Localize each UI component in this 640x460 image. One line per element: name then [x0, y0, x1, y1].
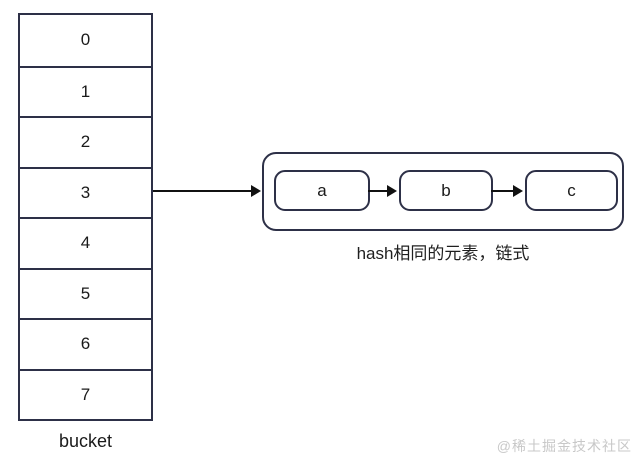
bucket-cell-7: 7 — [20, 368, 151, 420]
bucket-cell-1: 1 — [20, 65, 151, 117]
chain-container: a b c — [262, 152, 624, 231]
bucket-cell-3: 3 — [20, 166, 151, 218]
chain-node-b: b — [399, 170, 493, 211]
watermark: @稀土掘金技术社区 — [496, 438, 632, 454]
bucket-cell-5: 5 — [20, 267, 151, 319]
chain-caption: hash相同的元素，链式 — [356, 244, 530, 263]
bucket-label: bucket — [58, 431, 113, 451]
bucket-cell-0: 0 — [80, 30, 91, 50]
arrow-b-to-c — [491, 185, 523, 197]
bucket-cell-6: 6 — [20, 318, 151, 369]
chain-node-a: a — [274, 170, 370, 211]
chain-node-c: c — [525, 170, 618, 211]
arrow-bucket-to-chain — [153, 185, 261, 197]
bucket-cell-2: 2 — [20, 116, 151, 167]
arrow-a-to-b — [368, 185, 397, 197]
bucket-cell-4: 4 — [20, 217, 151, 268]
bucket-table: 0 1 2 3 4 5 6 7 — [18, 13, 153, 421]
